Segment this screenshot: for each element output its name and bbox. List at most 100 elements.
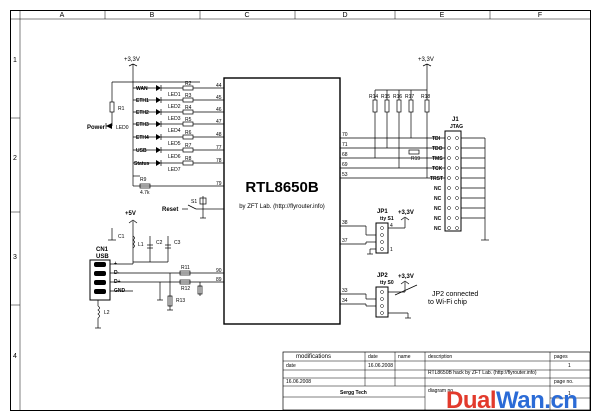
reset-label: Reset <box>162 207 178 213</box>
grid-col-a: A <box>60 12 65 19</box>
tb-col-name: name <box>398 354 411 360</box>
chip-subtitle: by ZFT Lab. (http://flyrouter.info) <box>239 204 325 210</box>
right-pin-numbers: 70 71 68 69 53 <box>342 132 348 178</box>
svg-text:C1: C1 <box>118 234 125 240</box>
svg-text:TRST: TRST <box>430 176 443 182</box>
svg-text:77: 77 <box>216 145 222 151</box>
svg-text:R9: R9 <box>140 177 147 183</box>
vcc-5-label: +5V <box>125 211 136 217</box>
svg-text:LED6: LED6 <box>168 154 181 160</box>
grid-row-1: 1 <box>13 57 17 64</box>
jtag-pins <box>447 136 459 230</box>
sheet-frame <box>10 10 591 411</box>
svg-text:R18: R18 <box>421 94 430 100</box>
tb-diagram-no-label: diagram no. <box>428 388 454 394</box>
svg-text:4: 4 <box>390 223 393 229</box>
tb-col-date: date <box>368 354 378 360</box>
svg-text:ETH1: ETH1 <box>136 98 149 104</box>
jtag-signal-labels: TDI TDO TMS TCK TRST NC NC NC NC NC <box>430 136 443 232</box>
jtag-ground-bus <box>461 137 489 241</box>
pin-79-net: R9 4.7k <box>132 175 224 196</box>
svg-text:53: 53 <box>342 172 348 178</box>
cn1-name: USB <box>96 254 109 260</box>
column-dividers <box>104 10 491 19</box>
usb-data-resistors: R11 R12 R13 <box>157 265 203 311</box>
tb-page-no: 1 <box>568 391 571 397</box>
svg-text:44: 44 <box>216 83 222 89</box>
watermark-part2: Wan.cn <box>496 387 578 414</box>
svg-text:TDI: TDI <box>432 136 441 142</box>
svg-text:48: 48 <box>216 132 222 138</box>
svg-text:R11: R11 <box>181 265 190 271</box>
led-rail-taps <box>133 87 150 164</box>
svg-text:L1: L1 <box>138 242 144 248</box>
svg-text:R15: R15 <box>381 94 390 100</box>
jp2-ref: JP2 <box>377 273 388 279</box>
svg-text:LED2: LED2 <box>168 104 181 110</box>
svg-text:R6: R6 <box>185 130 192 136</box>
row-labels: 1 2 3 4 <box>13 57 17 360</box>
row-dividers <box>10 117 20 306</box>
vcc-33-left-label: +3,3V <box>124 57 140 63</box>
jp2-note-line2: to Wi-Fi chip <box>428 299 467 306</box>
svg-text:4.7k: 4.7k <box>140 190 150 196</box>
j1-ref: J1 <box>452 117 459 123</box>
svg-text:R8: R8 <box>185 156 192 162</box>
svg-text:Status: Status <box>134 161 150 167</box>
usb-ground-filter: L2 <box>95 300 110 329</box>
jtag-header-j1: J1 JTAG TDI TDO TMS TCK TRST NC NC NC NC… <box>430 117 489 241</box>
svg-text:R12: R12 <box>181 286 190 292</box>
tb-col-description: description <box>428 354 452 360</box>
svg-text:TMS: TMS <box>432 156 443 162</box>
svg-text:LED0: LED0 <box>116 125 129 131</box>
svg-text:S1: S1 <box>191 199 197 205</box>
svg-text:ETH4: ETH4 <box>136 135 149 141</box>
tb-date2: 16.06.2008 <box>286 379 311 385</box>
chip-name: RTL8650B <box>245 179 319 196</box>
svg-text:R5: R5 <box>185 117 192 123</box>
svg-text:R13: R13 <box>176 298 185 304</box>
svg-text:46: 46 <box>216 107 222 113</box>
watermark-logo: DualWan.cn <box>446 389 598 413</box>
usb-connector-cn1: CN1 USB + D- D+ GND <box>89 247 224 301</box>
r-power-led: R1 <box>118 106 125 112</box>
tb-date-label: date <box>286 363 296 369</box>
grid-col-b: B <box>150 12 155 19</box>
jp-pin-numbers: 38 37 33 34 <box>342 220 348 304</box>
svg-text:LED4: LED4 <box>168 128 181 134</box>
svg-text:NC: NC <box>434 186 442 192</box>
svg-text:LED3: LED3 <box>168 116 181 122</box>
tb-col-pages: pages <box>554 354 568 360</box>
tb-description: RTL8650B hack by ZFT Lab. (http://flyrou… <box>428 370 537 376</box>
svg-text:47: 47 <box>216 119 222 125</box>
svg-text:L2: L2 <box>104 310 110 316</box>
svg-text:45: 45 <box>216 95 222 101</box>
cn1-ref: CN1 <box>96 247 109 253</box>
tb-page-no-label: page no. <box>554 379 573 385</box>
svg-text:NC: NC <box>434 206 442 212</box>
jp2-label: tty S0 <box>380 280 394 286</box>
svg-text:WAN: WAN <box>136 86 148 92</box>
grid-col-e: E <box>440 12 445 19</box>
svg-text:33: 33 <box>342 288 348 294</box>
svg-text:NC: NC <box>434 226 442 232</box>
power-led: Power LED0 <box>87 123 129 131</box>
rtl8650b-chip <box>223 77 341 325</box>
svg-text:R14: R14 <box>369 94 378 100</box>
vcc-5-net: +5V C1 L1 C2 C3 <box>108 211 181 263</box>
reset-button: Reset S1 <box>162 196 224 219</box>
svg-text:69: 69 <box>342 162 348 168</box>
svg-text:LED7: LED7 <box>168 167 181 173</box>
usb-pin-90: 90 <box>216 268 222 274</box>
svg-text:NC: NC <box>434 216 442 222</box>
jp2-vcc-label: +3,3V <box>398 274 414 280</box>
jp1-label: tty S1 <box>380 216 394 222</box>
jtag-signal-lines <box>340 137 445 179</box>
vcc-33-right-label: +3,3V <box>418 57 434 63</box>
led-status: Status LED7 R8 <box>134 156 224 173</box>
